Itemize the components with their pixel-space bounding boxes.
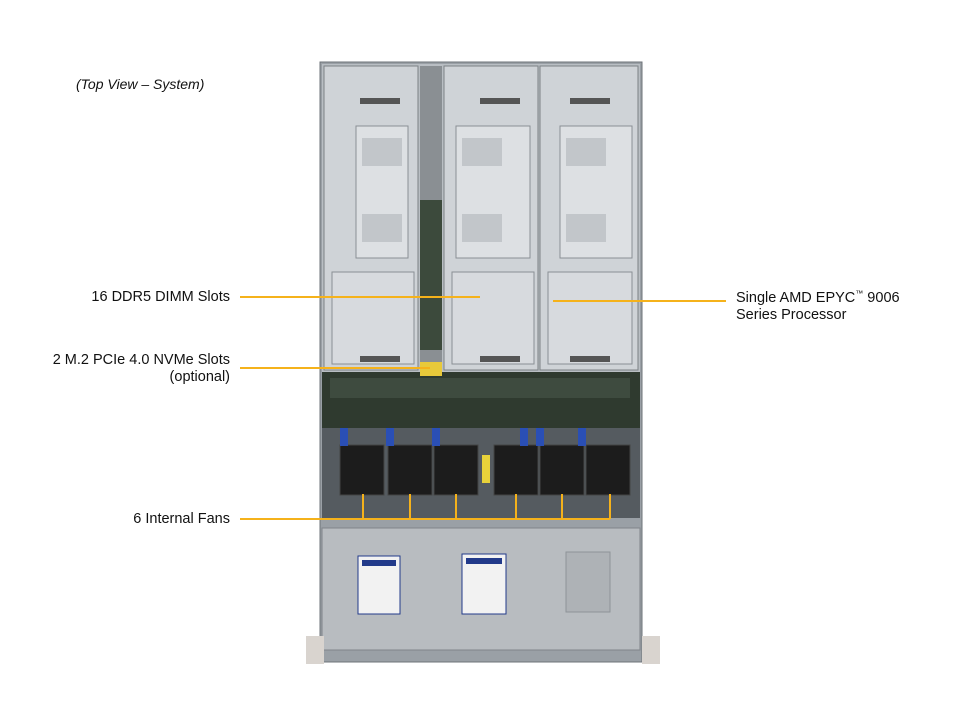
front-handle-left	[306, 636, 324, 664]
view-caption: (Top View – System)	[76, 76, 205, 92]
board-strip	[420, 200, 442, 350]
dimm-slots-label: 16 DDR5 DIMM Slots	[40, 289, 230, 306]
leader-lines	[240, 296, 726, 520]
cover-panel	[565, 551, 611, 613]
m2-slots-label: 2 M.2 PCIe 4.0 NVMe Slots (optional)	[10, 352, 230, 386]
riser-cage-middle	[443, 65, 539, 371]
m2-slots-optional: (optional)	[169, 369, 230, 385]
trademark-mark: ™	[855, 289, 864, 298]
dimm-slots-text: 16 DDR5 DIMM Slots	[91, 289, 230, 305]
processor-text-b: 9006	[863, 289, 900, 306]
fan-row	[339, 428, 631, 496]
front-handle-right	[642, 636, 660, 664]
processor-series-text: Series Processor	[736, 306, 847, 323]
riser-cage-right	[539, 65, 639, 371]
riser-cage-left	[323, 65, 419, 371]
fans-label: 6 Internal Fans	[40, 511, 230, 528]
fans-text: 6 Internal Fans	[133, 511, 230, 527]
m2-slots-text: 2 M.2 PCIe 4.0 NVMe Slots	[52, 352, 230, 368]
processor-label: Single AMD EPYC™ 9006 Series Processor	[736, 285, 946, 324]
processor-text-a: Single AMD EPYC	[736, 289, 856, 306]
